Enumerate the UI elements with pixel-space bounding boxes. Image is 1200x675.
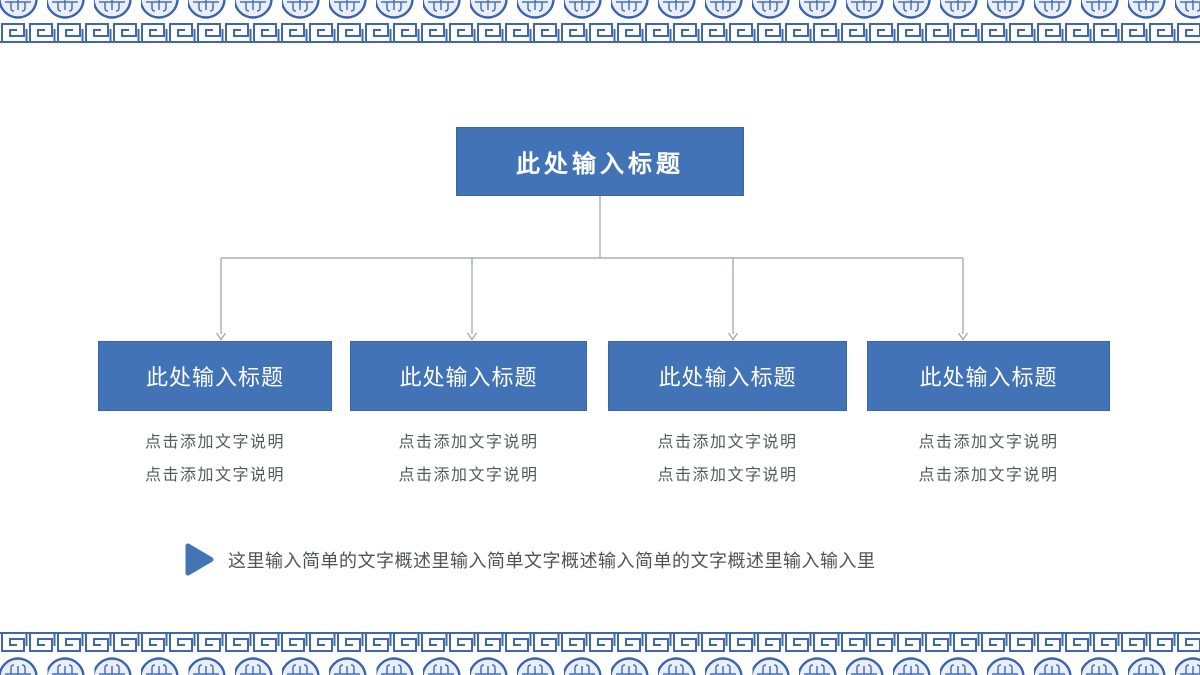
description-line[interactable]: 点击添加文字说明	[657, 434, 798, 451]
description-line[interactable]: 点击添加文字说明	[918, 467, 1059, 484]
child-description-block-3: 点击添加文字说明 点击添加文字说明	[608, 426, 847, 492]
description-line[interactable]: 点击添加文字说明	[398, 434, 539, 451]
child-column-3: 此处输入标题 点击添加文字说明 点击添加文字说明	[608, 341, 847, 492]
footer-summary-text[interactable]: 这里输入简单的文字概述里输入简单文字概述输入简单的文字概述里输入输入里	[228, 551, 876, 571]
child-title-label: 此处输入标题	[658, 365, 797, 390]
child-title-box-2[interactable]: 此处输入标题	[350, 341, 587, 411]
footer-summary: 这里输入简单的文字概述里输入简单文字概述输入简单的文字概述里输入输入里	[185, 542, 876, 578]
child-title-box-3[interactable]: 此处输入标题	[608, 341, 847, 411]
child-column-4: 此处输入标题 点击添加文字说明 点击添加文字说明	[867, 341, 1110, 492]
root-title-box[interactable]: 此处输入标题	[456, 127, 744, 196]
right-triangle-icon	[185, 543, 214, 576]
child-title-label: 此处输入标题	[399, 365, 538, 390]
description-line[interactable]: 点击添加文字说明	[144, 467, 285, 484]
description-line[interactable]: 点击添加文字说明	[398, 467, 539, 484]
description-line[interactable]: 点击添加文字说明	[918, 434, 1059, 451]
description-line[interactable]: 点击添加文字说明	[144, 434, 285, 451]
child-title-label: 此处输入标题	[145, 365, 284, 390]
child-description-block-2: 点击添加文字说明 点击添加文字说明	[350, 426, 587, 492]
child-title-label: 此处输入标题	[919, 365, 1058, 390]
child-title-box-1[interactable]: 此处输入标题	[98, 341, 332, 411]
child-title-box-4[interactable]: 此处输入标题	[867, 341, 1110, 411]
child-column-2: 此处输入标题 点击添加文字说明 点击添加文字说明	[350, 341, 587, 492]
root-title-label: 此处输入标题	[516, 151, 684, 178]
child-description-block-1: 点击添加文字说明 点击添加文字说明	[98, 426, 332, 492]
child-column-1: 此处输入标题 点击添加文字说明 点击添加文字说明	[98, 341, 332, 492]
description-line[interactable]: 点击添加文字说明	[657, 467, 798, 484]
child-description-block-4: 点击添加文字说明 点击添加文字说明	[867, 426, 1110, 492]
